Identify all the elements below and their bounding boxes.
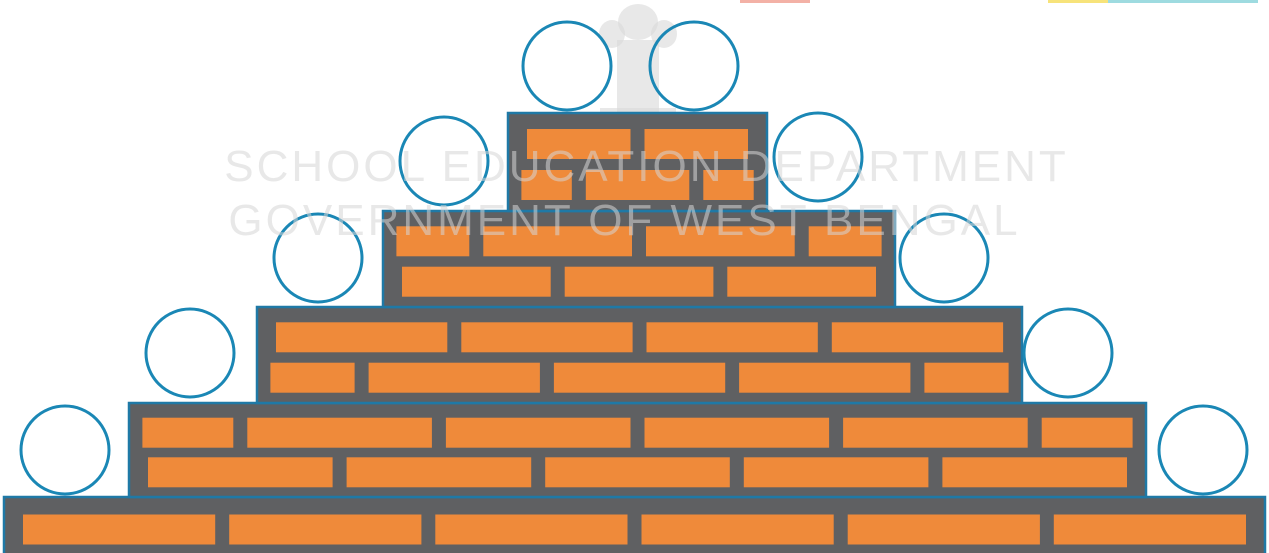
brick-tier1-row1 — [1054, 515, 1246, 545]
brick-tier1-row1 — [229, 515, 421, 545]
brick-tier1-row1 — [642, 515, 834, 545]
brick-tier2-row1 — [843, 418, 1028, 448]
answer-circle-8 — [774, 113, 862, 201]
brick-tier4-row1 — [396, 226, 469, 256]
brick-tier3-row2 — [739, 363, 910, 393]
brick-tier2-row1 — [142, 418, 233, 448]
brick-tier4-row2 — [402, 267, 551, 297]
brick-tier1-row1 — [23, 515, 215, 545]
answer-circle-6 — [900, 214, 988, 302]
brick-tier4-row2 — [727, 267, 876, 297]
brick-tier4-row1 — [646, 226, 795, 256]
answer-circle-4 — [1024, 309, 1112, 397]
brick-tier3-row1 — [832, 322, 1003, 352]
brick-tier5-row2 — [586, 170, 690, 200]
answer-circle-10 — [650, 22, 738, 110]
brick-tier3-row2 — [369, 363, 540, 393]
answer-circle-7 — [400, 117, 488, 205]
brick-tier3-row1 — [647, 322, 818, 352]
answer-circle-9 — [523, 22, 611, 110]
brick-tier1-row1 — [848, 515, 1040, 545]
brick-tier2-row2 — [942, 457, 1127, 487]
brick-tier5-row2 — [703, 170, 753, 200]
brick-tier4-row1 — [483, 226, 632, 256]
brick-tier4-row1 — [809, 226, 882, 256]
brick-tier5-row2 — [521, 170, 571, 200]
brick-tier2-row1 — [1042, 418, 1133, 448]
brick-tier3-row2 — [554, 363, 725, 393]
answer-circle-1 — [21, 406, 109, 494]
answer-circle-3 — [146, 309, 234, 397]
brick-tier3-row2 — [924, 363, 1008, 393]
brick-tier2-row2 — [545, 457, 730, 487]
answer-circle-5 — [274, 214, 362, 302]
brick-tier2-row1 — [247, 418, 432, 448]
brick-tier5-row1 — [527, 129, 631, 159]
brick-tier2-row2 — [148, 457, 333, 487]
brick-tier5-row1 — [645, 129, 749, 159]
brick-tier2-row1 — [645, 418, 830, 448]
brick-tier2-row2 — [744, 457, 929, 487]
brick-tier3-row2 — [270, 363, 354, 393]
brick-tier3-row1 — [276, 322, 447, 352]
brick-tier1-row1 — [435, 515, 627, 545]
brick-tier2-row2 — [347, 457, 532, 487]
brick-tier3-row1 — [461, 322, 632, 352]
brick-tier2-row1 — [446, 418, 631, 448]
brick-tier4-row2 — [565, 267, 714, 297]
answer-circle-2 — [1159, 406, 1247, 494]
